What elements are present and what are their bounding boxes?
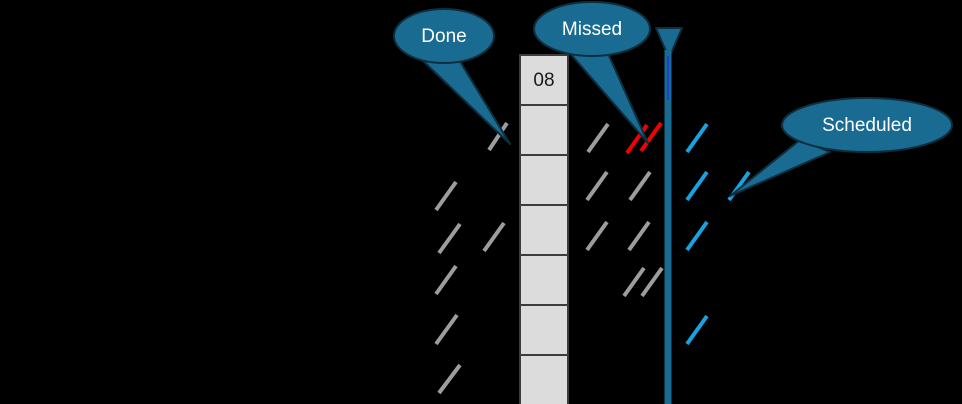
callout-bubble-scheduled[interactable]: [781, 97, 953, 153]
callout-missed[interactable]: Missed: [533, 1, 651, 144]
event-tick-scheduled[interactable]: [685, 220, 709, 252]
event-tick-scheduled[interactable]: [685, 170, 709, 202]
event-tick-done[interactable]: [628, 170, 652, 202]
callout-label-scheduled: Scheduled: [822, 115, 912, 136]
now-triangle-icon[interactable]: [655, 27, 683, 59]
day-column-cell[interactable]: [519, 54, 569, 106]
day-column-cell[interactable]: [519, 304, 569, 356]
event-tick-done[interactable]: [482, 221, 506, 253]
day-column-cell-label: 08: [533, 70, 554, 91]
callout-label-missed: Missed: [562, 19, 622, 40]
event-tick-done[interactable]: [586, 122, 610, 154]
callout-tail-scheduled: [729, 139, 831, 197]
day-column[interactable]: 08: [519, 54, 569, 404]
event-tick-done[interactable]: [487, 121, 509, 152]
current-time-indicator[interactable]: [655, 27, 683, 404]
day-column-cell[interactable]: [519, 354, 569, 404]
callout-label-done: Done: [421, 26, 466, 47]
event-tick-missed[interactable]: [639, 121, 663, 153]
event-tick-done[interactable]: [434, 264, 458, 296]
day-column-cell[interactable]: [519, 104, 569, 156]
callout-bubble-done[interactable]: [393, 8, 495, 64]
callout-tail-missed: [567, 48, 649, 144]
event-tick-done[interactable]: [585, 170, 609, 202]
day-column-cell[interactable]: [519, 254, 569, 306]
callout-bubble-missed[interactable]: [533, 1, 651, 57]
event-tick-scheduled[interactable]: [685, 314, 709, 346]
event-tick-done[interactable]: [437, 363, 462, 395]
event-tick-done[interactable]: [622, 266, 646, 298]
event-tick-done[interactable]: [627, 220, 651, 252]
event-tick-done[interactable]: [585, 220, 609, 252]
callout-done[interactable]: Done: [393, 8, 511, 145]
day-column-cell[interactable]: [519, 154, 569, 206]
event-tick-done[interactable]: [434, 180, 458, 212]
callout-tail-done: [419, 57, 511, 145]
event-tick-done[interactable]: [437, 222, 462, 255]
event-tick-missed[interactable]: [625, 123, 649, 155]
day-column-cell[interactable]: [519, 204, 569, 256]
event-tick-scheduled[interactable]: [685, 122, 709, 154]
event-tick-done[interactable]: [434, 313, 459, 346]
event-tick-done[interactable]: [640, 266, 664, 298]
event-tick-group: [434, 121, 751, 395]
callout-scheduled[interactable]: Scheduled: [729, 97, 953, 197]
